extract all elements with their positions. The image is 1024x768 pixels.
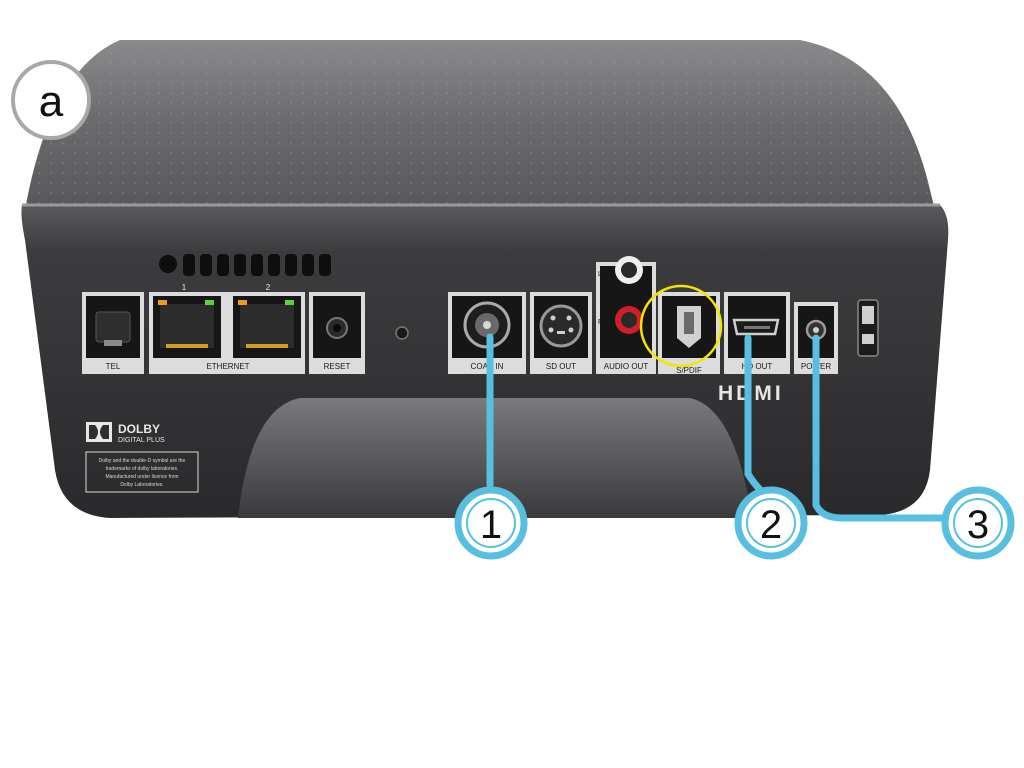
callout-number-3: 3: [967, 503, 989, 547]
dolby-notice-line: Dolby and the double-D symbol are the: [99, 458, 186, 464]
device-stand: [238, 398, 752, 518]
vent-slots: [159, 254, 331, 276]
callout-number-1: 1: [480, 503, 502, 547]
dolby-notice-line: Dolby Laboratories.: [120, 482, 163, 488]
ethernet-port-2-number: 2: [266, 283, 271, 292]
device-top: [25, 40, 935, 210]
dolby-notice-line: Manufactured under licence from: [105, 474, 178, 480]
hd-out-label: HD OUT: [742, 362, 773, 371]
tel-label: TEL: [106, 362, 121, 371]
spdif-highlight-ring: [639, 284, 723, 368]
dolby-notice: Dolby and the double-D symbol are the tr…: [85, 451, 199, 493]
dolby-subtitle: DIGITAL PLUS: [118, 437, 165, 444]
sd-out-label: SD OUT: [546, 362, 576, 371]
ethernet-label: ETHERNET: [206, 362, 249, 371]
spdif-port: S/PDIF: [658, 292, 720, 375]
callout-number-2: 2: [760, 503, 782, 547]
audio-out-label: AUDIO OUT: [604, 362, 649, 371]
screw: [395, 326, 409, 340]
blank-area: [0, 560, 1024, 768]
ethernet-port-1-number: 1: [182, 283, 187, 292]
callout-1: 1: [454, 486, 528, 560]
audio-left-label: L: [598, 271, 602, 278]
figure-label: a: [39, 77, 64, 126]
hd-out-port: HD OUT: [724, 292, 790, 374]
audio-right-label: R: [598, 319, 603, 326]
callout-3: 3: [941, 486, 1015, 560]
dolby-title: DOLBY: [118, 422, 160, 436]
reset-button: RESET: [309, 292, 365, 374]
callout-2: 2: [734, 486, 808, 560]
reset-label: RESET: [324, 362, 351, 371]
spdif-label: S/PDIF: [676, 366, 702, 375]
tel-port: TEL: [82, 292, 144, 374]
ethernet-ports: 1 2 ETHERNET: [149, 283, 305, 374]
figure-label-badge: a: [11, 60, 91, 140]
power-switch: [857, 299, 879, 357]
audio-out-ports: L R AUDIO OUT: [596, 256, 656, 374]
dolby-notice-line: trademarks of dolby laboratories.: [106, 466, 179, 472]
sd-out-port: SD OUT: [530, 292, 592, 374]
dolby-logo: DOLBY DIGITAL PLUS: [86, 422, 165, 444]
